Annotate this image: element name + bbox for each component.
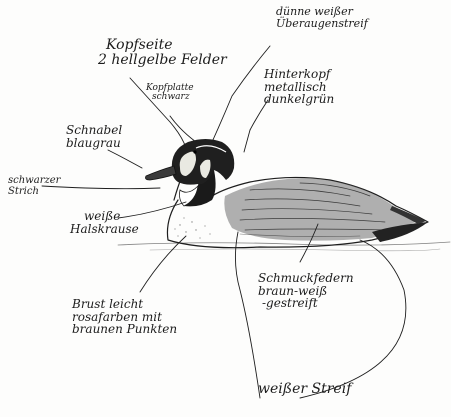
label-bill-line-1: Schnabel	[66, 124, 122, 137]
label-nape-line-3: dunkelgrün	[264, 93, 334, 106]
leader-breast	[140, 236, 186, 292]
leader-stripe-b	[300, 240, 406, 398]
label-crown: Kopfplatte schwarz	[146, 84, 194, 103]
label-nape: Hinterkopf metallisch dunkelgrün	[264, 68, 334, 106]
label-blackline: schwarzer Strich	[8, 176, 60, 197]
label-bill-line-2: blaugrau	[66, 137, 122, 150]
label-eyestripe-line-1: dünne weißer	[276, 6, 368, 18]
label-breast-line-1: Brust leicht	[72, 298, 177, 311]
label-wing-line-1: Schmuckfedern	[258, 272, 354, 285]
duck-bill	[146, 166, 177, 180]
label-stripe-line-1: weißer Streif	[258, 382, 351, 397]
leader-bill	[108, 150, 142, 168]
label-collar-line-1: weiße	[70, 210, 139, 223]
leader-crown	[170, 116, 196, 142]
label-breast-line-3: braunen Punkten	[72, 323, 177, 336]
label-stripe: weißer Streif	[258, 382, 351, 397]
label-collar: weiße Halskrause	[70, 210, 139, 235]
leader-stripe-a	[235, 232, 260, 398]
duck-eye	[193, 150, 196, 153]
label-crown-line-2: schwarz	[146, 93, 194, 102]
label-wing-line-3: -gestreift	[258, 297, 354, 310]
label-blackline-line-2: Strich	[8, 187, 60, 198]
label-blackline-line-1: schwarzer	[8, 176, 60, 187]
label-nape-line-1: Hinterkopf	[264, 68, 334, 81]
label-eyestripe-line-2: Überaugenstreif	[276, 18, 368, 30]
label-wing: Schmuckfedern braun-weiß -gestreift	[258, 272, 354, 310]
water-line	[118, 242, 450, 245]
label-breast: Brust leicht rosafarben mit braunen Punk…	[72, 298, 177, 336]
label-eyestripe: dünne weißer Überaugenstreif	[276, 6, 368, 29]
label-cheek-line-2: 2 hellgelbe Felder	[98, 53, 227, 68]
leader-nape-b	[244, 130, 250, 152]
label-cheek: Kopfseite 2 hellgelbe Felder	[98, 38, 227, 67]
water-line-2	[150, 249, 440, 251]
label-cheek-line-1: Kopfseite	[98, 38, 227, 53]
label-bill: Schnabel blaugrau	[66, 124, 122, 149]
breast-speckles	[174, 217, 210, 238]
label-collar-line-2: Halskrause	[70, 223, 139, 236]
